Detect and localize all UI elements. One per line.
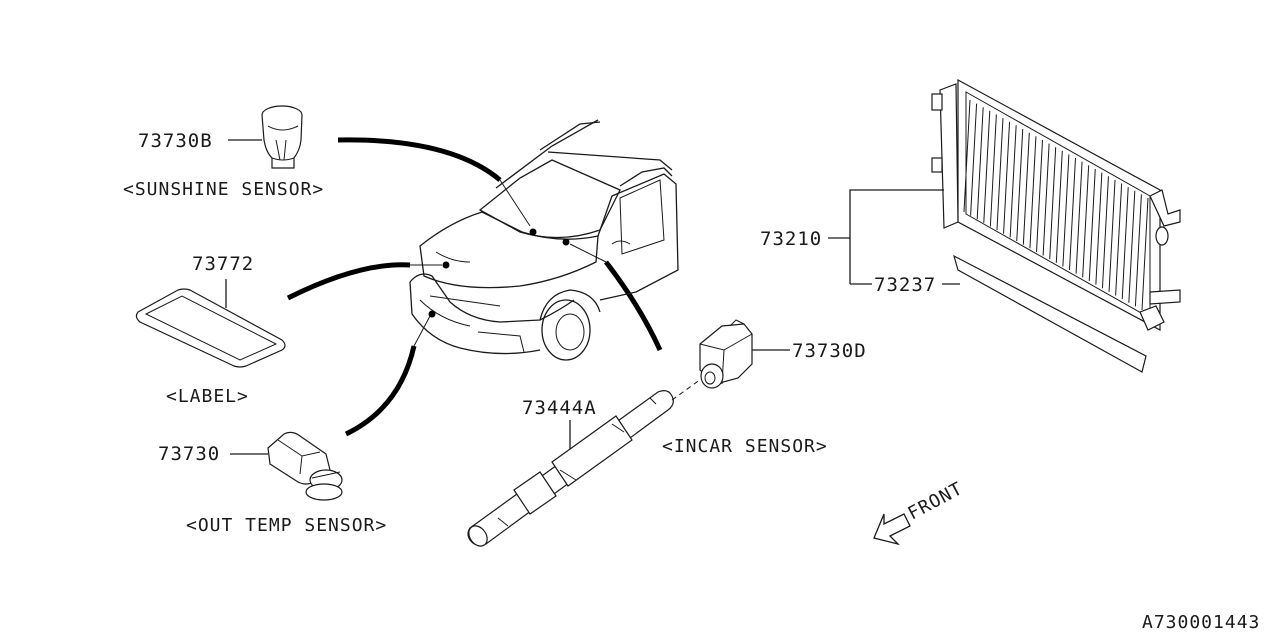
condenser-fin-line — [1029, 136, 1037, 249]
condenser-fin-line — [1003, 121, 1011, 234]
front-direction-arrow: FRONT — [873, 478, 967, 546]
label-drawing[interactable] — [135, 288, 286, 368]
sunshine-sensor-part-number: 73730B — [138, 130, 213, 152]
condenser-fin-line — [1141, 197, 1149, 311]
condenser-fin-line — [1095, 172, 1103, 285]
condenser-fin-line — [1042, 143, 1050, 256]
callout-line-sunshine — [337, 137, 502, 182]
aspirator-hose-drawing[interactable] — [465, 390, 674, 550]
incar-sensor-caption: <INCAR SENSOR> — [662, 436, 828, 457]
diagram-id: A730001443 — [1142, 612, 1260, 633]
out-temp-sensor-drawing[interactable] — [267, 431, 343, 501]
condenser-fin-line — [1115, 183, 1123, 296]
aspirator-hose-part-number: 73444A — [522, 397, 597, 419]
condenser-fin-line — [996, 118, 1004, 231]
condenser-fin-line — [1036, 139, 1044, 252]
condenser-fin-line — [1009, 125, 1017, 238]
front-direction-label: FRONT — [904, 478, 966, 524]
condenser-fin-line — [1055, 150, 1063, 263]
out-temp-sensor-caption: <OUT TEMP SENSOR> — [186, 515, 387, 536]
condenser-fin-line — [1022, 132, 1030, 245]
condenser-leader-b — [849, 189, 944, 284]
sunshine-sensor-caption: <SUNSHINE SENSOR> — [123, 179, 324, 200]
condenser-fin-line — [1128, 190, 1136, 303]
condenser-fin-line — [1049, 147, 1057, 260]
condenser-fin-line — [1016, 129, 1024, 242]
condenser-fin-line — [989, 114, 997, 227]
sunshine-sensor-drawing[interactable] — [261, 105, 303, 169]
seal-drawing[interactable] — [953, 254, 1147, 373]
label-caption: <LABEL> — [166, 386, 249, 407]
callout-line-out-temp — [344, 345, 417, 437]
condenser-fin-line — [1068, 158, 1076, 271]
callout-thin-out-temp — [413, 315, 431, 347]
condenser-fin-line — [1088, 168, 1096, 281]
callout-thin-sunshine — [499, 179, 531, 227]
seal-part-number: 73237 — [874, 274, 936, 296]
condenser-fin-line — [1121, 187, 1129, 300]
condenser-fin-line — [1134, 194, 1142, 307]
condenser-fin-line — [1075, 161, 1083, 274]
condenser-fin-line — [983, 110, 991, 223]
condenser-fin-line — [976, 107, 984, 220]
condenser-fin-line — [1108, 179, 1116, 292]
incar-sensor-part-number: 73730D — [792, 340, 867, 362]
incar-sensor-drawing[interactable] — [699, 319, 753, 389]
label-part-number: 73772 — [192, 253, 254, 275]
callout-line-incar — [604, 260, 663, 352]
condenser-part-number: 73210 — [760, 228, 822, 250]
condenser-fin-line — [970, 103, 978, 216]
condenser-fin-line — [1082, 165, 1090, 278]
vehicle-drawing — [409, 119, 679, 361]
condenser-drawing[interactable] — [931, 78, 1181, 332]
condenser-fin-line — [963, 99, 971, 213]
out-temp-sensor-part-number: 73730 — [158, 443, 220, 465]
condenser-fin-line — [1062, 154, 1070, 267]
callout-thin-incar — [569, 243, 607, 263]
condenser-fin-line — [1101, 176, 1109, 289]
callout-line-label — [286, 262, 411, 301]
